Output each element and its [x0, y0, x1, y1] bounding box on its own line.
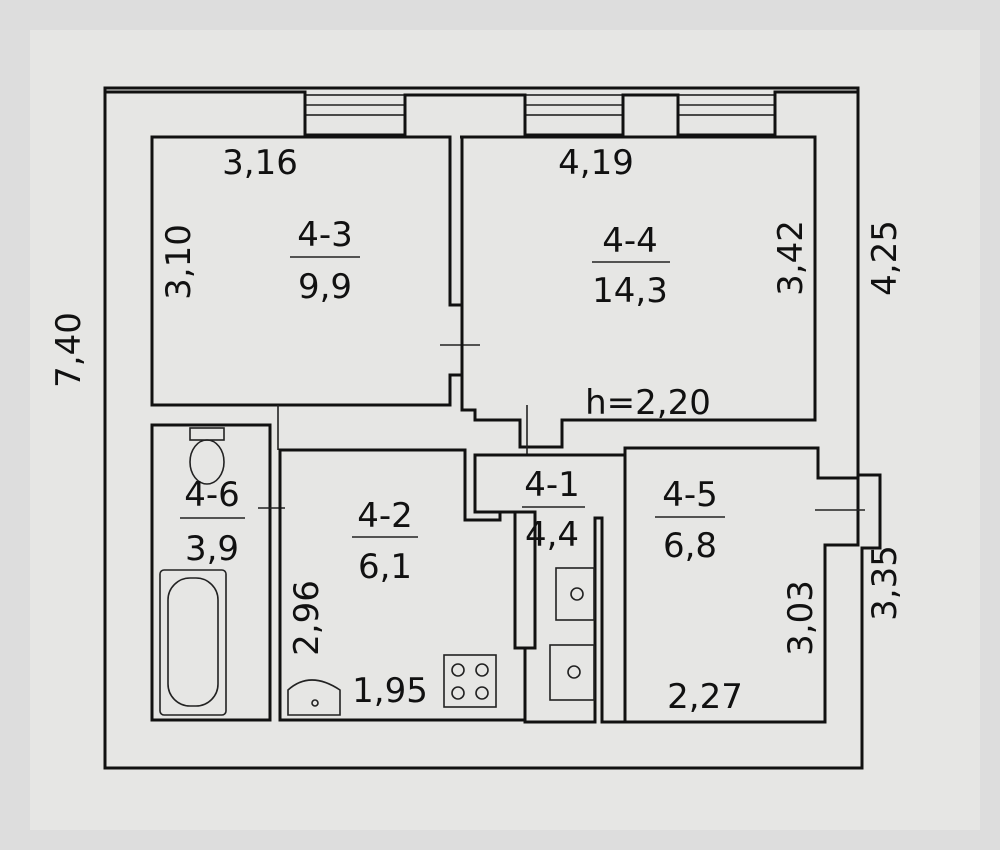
room-4-4-area: 14,3 [592, 271, 668, 311]
room-4-1-id: 4-1 [524, 465, 580, 505]
room-4-3-depth: 3,10 [159, 224, 199, 300]
toilet-icon [189, 427, 225, 485]
room-4-4-id: 4-4 [602, 221, 658, 261]
dim-overall-height: 7,40 [49, 312, 89, 388]
sink-icon [287, 679, 341, 716]
room-4-2-id: 4-2 [357, 496, 413, 536]
washbasin-icon [555, 567, 595, 621]
room-4-3-id: 4-3 [297, 215, 353, 255]
room-4-2-width: 1,95 [352, 671, 428, 711]
room-4-4 [460, 135, 817, 449]
room-4-2-area: 6,1 [358, 547, 412, 587]
room-4-5-width: 2,27 [667, 677, 743, 717]
stove-icon [443, 654, 497, 708]
room-4-4-width: 4,19 [558, 143, 634, 183]
room-4-5-depth: 3,03 [781, 580, 821, 656]
dim-right-lower: 3,35 [865, 545, 905, 621]
room-4-4-depth: 3,42 [771, 220, 811, 296]
paper-sheet [30, 30, 980, 830]
ceiling-height: h=2,20 [585, 383, 711, 423]
room-4-6 [150, 423, 272, 722]
room-4-5-area: 6,8 [663, 526, 717, 566]
room-4-2-depth: 2,96 [287, 580, 327, 656]
room-4-6-area: 3,9 [185, 529, 239, 569]
top-wall [105, 90, 858, 137]
room-4-6-id: 4-6 [184, 475, 240, 515]
room-4-5 [623, 446, 860, 724]
room-4-3-width: 3,16 [222, 143, 298, 183]
bathtub-icon [159, 569, 227, 716]
room-4-5-id: 4-5 [662, 475, 718, 515]
outer-wall [103, 86, 882, 770]
room-4-3-area: 9,9 [298, 267, 352, 307]
washbasin-icon-2 [549, 644, 595, 701]
dim-right-upper: 4,25 [865, 220, 905, 296]
room-4-1-area: 4,4 [525, 515, 579, 555]
